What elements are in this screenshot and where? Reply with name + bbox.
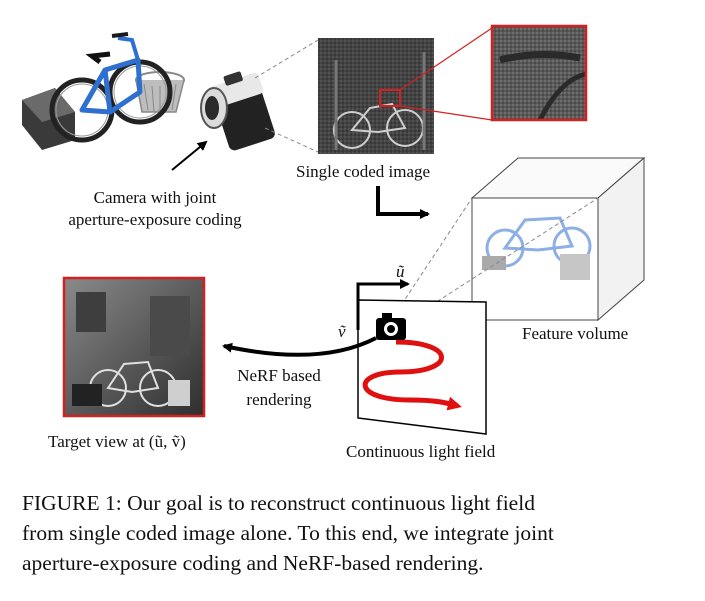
target-view-label: Target view at (ũ, ṽ) <box>48 432 186 451</box>
v-axis-label: ṽ <box>338 322 346 341</box>
caption-line-1: FIGURE 1: Our goal is to reconstruct con… <box>22 491 535 515</box>
coded-image <box>318 38 434 154</box>
basket-icon <box>135 71 185 113</box>
caption-line-3: aperture-exposure coding and NeRF-based … <box>22 551 484 575</box>
target-view-image <box>62 276 206 418</box>
light-field-trajectory <box>362 339 462 411</box>
nerf-label-line1: NeRF based <box>237 366 321 385</box>
scene-bicycle-group <box>22 32 185 150</box>
camera-label-line1: Camera with joint <box>93 188 217 207</box>
zoomed-patch <box>490 24 588 122</box>
bicycle-icon <box>49 32 173 143</box>
figure-caption: FIGURE 1: Our goal is to reconstruct con… <box>22 488 687 578</box>
feature-volume-cube <box>470 156 646 322</box>
camera-icon <box>200 71 275 151</box>
caption-line-2: from single coded image alone. To this e… <box>22 521 554 545</box>
nerf-label-line2: rendering <box>246 390 312 409</box>
figure-diagram <box>22 24 646 435</box>
continuous-light-field-label: Continuous light field <box>346 442 496 461</box>
small-camera-icon <box>376 313 406 340</box>
u-axis-label: ũ <box>396 262 405 281</box>
feature-volume-label: Feature volume <box>522 324 629 343</box>
single-coded-image-label: Single coded image <box>296 162 431 181</box>
camera-label-line2: aperture-exposure coding <box>68 210 242 229</box>
